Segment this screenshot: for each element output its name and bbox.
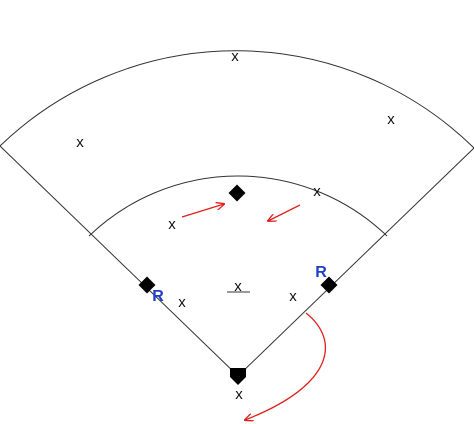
fielder-second-base: x [313,183,321,200]
fielder-first-base: x [289,288,297,305]
fielder-right: x [387,111,395,128]
fielder-catcher: x [235,386,243,403]
left-foul-line [0,145,239,377]
fielder-left: x [76,134,84,151]
third-base [138,276,156,294]
runner-third: R [152,288,164,305]
second-baseman-arrow [268,204,301,221]
home-plate-icon [230,368,246,385]
fielder-center: x [231,48,239,65]
first-baseman-curved-arrow [245,312,327,420]
first-base [320,276,338,294]
shortstop-arrow [181,204,224,218]
second-base [228,184,246,202]
infield-arc [88,175,388,237]
right-foul-line [237,147,474,377]
fielder-pitcher: x [234,278,242,295]
fielder-shortstop: x [168,216,176,233]
outfield-fence [0,50,474,149]
runner-first: R [315,264,327,281]
fielder-third-base: x [178,294,186,311]
